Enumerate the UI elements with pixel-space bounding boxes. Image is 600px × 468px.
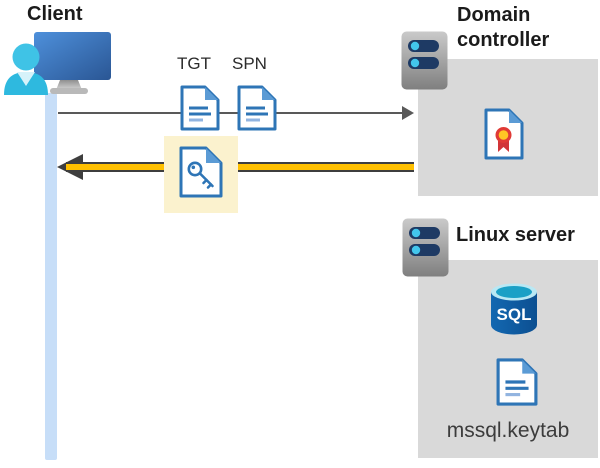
response-arrow-line — [66, 162, 414, 172]
sql-label: SQL — [497, 305, 532, 324]
keytab-file-icon — [496, 358, 538, 406]
monitor-stand — [56, 80, 82, 90]
domain-controller-server-icon — [401, 31, 448, 90]
tgt-document-icon — [180, 85, 220, 131]
client-session-bar — [45, 93, 57, 460]
person-icon — [4, 43, 48, 95]
request-arrow-line — [58, 112, 404, 114]
key-icon — [187, 161, 214, 189]
spn-label: SPN — [232, 54, 267, 73]
keytab-filename: mssql.keytab — [446, 419, 570, 442]
client-workstation-icon — [4, 32, 111, 95]
monitor-base — [50, 88, 88, 94]
spn-document-icon — [237, 85, 277, 131]
request-arrow-head-icon — [402, 106, 414, 120]
certificate-icon — [484, 108, 524, 160]
tgt-label: TGT — [177, 54, 211, 73]
client-title: Client — [27, 3, 83, 25]
sql-database-icon: SQL — [491, 283, 537, 335]
key-document-icon — [179, 146, 223, 198]
domain-controller-title: Domain controller — [457, 4, 550, 51]
linux-server-icon — [402, 218, 449, 277]
linux-server-title: Linux server — [456, 224, 575, 246]
monitor-icon — [34, 32, 111, 80]
